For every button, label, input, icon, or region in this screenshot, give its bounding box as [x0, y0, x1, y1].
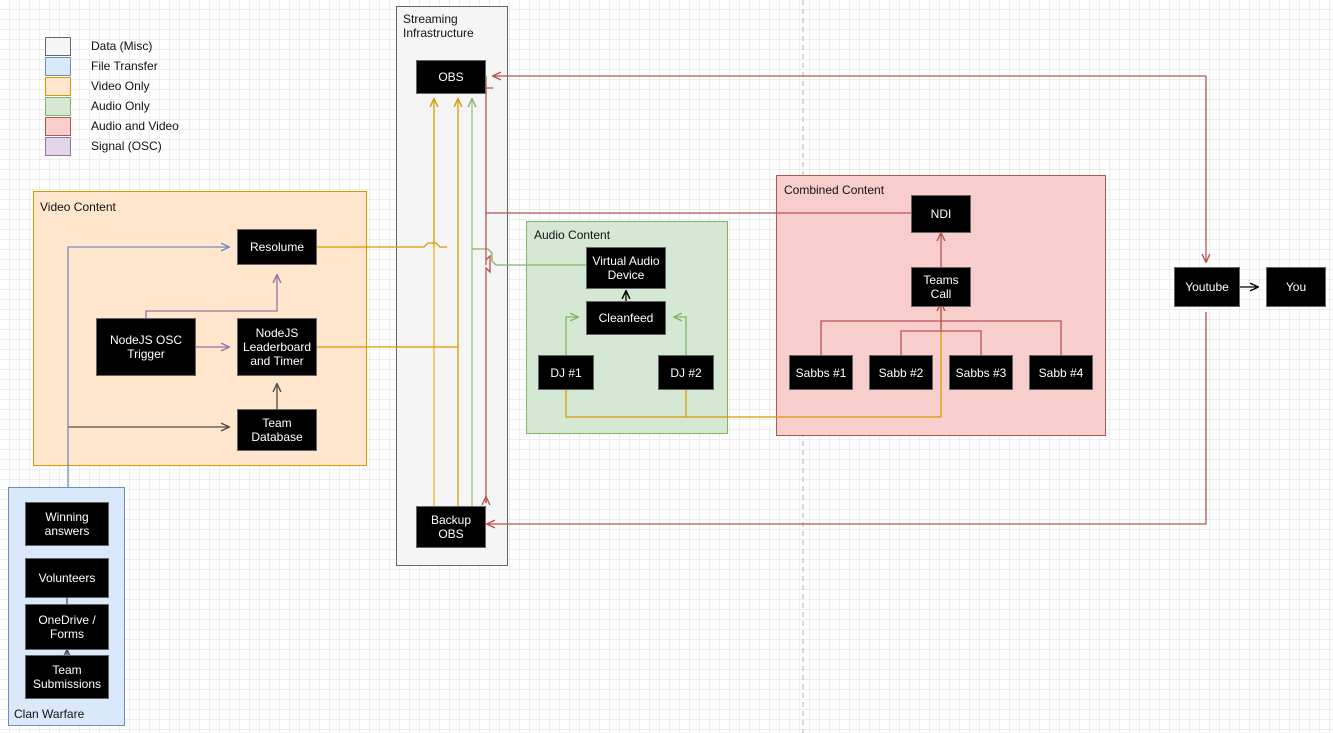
node-dj2[interactable]: DJ #2	[658, 355, 714, 390]
legend-row: Signal (OSC)	[45, 136, 179, 156]
legend-row: Video Only	[45, 76, 179, 96]
edge-dj1-to-cleanfeed	[565, 317, 578, 355]
node-ndi[interactable]: NDI	[911, 195, 971, 233]
legend-swatch-video-only	[45, 76, 71, 96]
group-clan-warfare-label: Clan Warfare	[14, 707, 85, 721]
legend-label-audio-and-video: Audio and Video	[91, 119, 179, 133]
node-team-database[interactable]: Team Database	[237, 409, 317, 451]
node-backup-obs[interactable]: Backup OBS	[416, 506, 486, 548]
node-resolume[interactable]: Resolume	[237, 229, 317, 265]
node-volunteers[interactable]: Volunteers	[25, 558, 109, 598]
edge-dj2-to-cleanfeed	[674, 317, 687, 355]
node-nodejs-leaderboard-and-timer[interactable]: NodeJS Leaderboard and Timer	[237, 318, 317, 376]
group-streaming-infrastructure-label: Streaming Infrastructure	[403, 12, 474, 40]
edge-ndi-obs-jump	[485, 254, 491, 503]
legend-row: File Transfer	[45, 56, 179, 76]
node-sabb4[interactable]: Sabb #4	[1029, 355, 1093, 390]
legend-swatch-audio-only	[45, 96, 71, 116]
node-cleanfeed[interactable]: Cleanfeed	[586, 301, 666, 335]
edge-sabbs3-to-teamscall	[941, 330, 982, 355]
edge-sabbs1-to-teamscall	[820, 320, 941, 355]
edge-ndi-to-obs	[485, 87, 911, 214]
node-sabb2[interactable]: Sabb #2	[869, 355, 933, 390]
edge-backup-obs-to-youtube-bottom	[496, 312, 1207, 525]
group-combined-content-label: Combined Content	[784, 183, 885, 197]
node-dj1[interactable]: DJ #1	[538, 355, 594, 390]
edge-osc-to-resolume	[145, 275, 277, 318]
edge-resolume-to-obs	[317, 242, 447, 248]
group-video-content-label: Video Content	[40, 200, 116, 214]
legend-swatch-audio-and-video	[45, 116, 71, 136]
legend-row: Audio and Video	[45, 116, 179, 136]
node-winning-answers[interactable]: Winning answers	[25, 502, 109, 546]
edge-sabb2-to-teamscall	[900, 330, 941, 355]
legend-row: Data (Misc)	[45, 36, 179, 56]
edge-dj1-video-out	[565, 390, 941, 418]
legend-row: Audio Only	[45, 96, 179, 116]
node-team-submissions[interactable]: Team Submissions	[25, 655, 109, 699]
node-teams-call[interactable]: Teams Call	[911, 267, 971, 307]
group-audio-content-label: Audio Content	[534, 228, 611, 242]
node-onedrive-forms[interactable]: OneDrive / Forms	[25, 604, 109, 650]
legend-label-file-transfer: File Transfer	[91, 59, 158, 73]
edge-clan-to-resolume	[67, 247, 229, 487]
node-youtube[interactable]: Youtube	[1174, 267, 1240, 307]
legend-swatch-signal-osc	[45, 136, 71, 156]
legend-label-audio-only: Audio Only	[91, 99, 150, 113]
legend-label-video-only: Video Only	[91, 79, 150, 93]
node-nodejs-osc-trigger[interactable]: NodeJS OSC Trigger	[96, 318, 196, 376]
legend-swatch-data-misc	[45, 36, 71, 56]
node-virtual-audio-device[interactable]: Virtual Audio Device	[586, 247, 666, 289]
node-obs[interactable]: OBS	[416, 60, 486, 94]
node-you[interactable]: You	[1266, 267, 1326, 307]
node-sabbs3[interactable]: Sabbs #3	[949, 355, 1013, 390]
edge-sabb4-to-teamscall	[941, 320, 1062, 355]
node-sabbs1[interactable]: Sabbs #1	[789, 355, 853, 390]
legend-label-signal-osc: Signal (OSC)	[91, 139, 162, 153]
edge-virtualaudio-bus	[472, 248, 586, 266]
legend: Data (Misc) File Transfer Video Only Aud…	[45, 36, 179, 156]
legend-swatch-file-transfer	[45, 56, 71, 76]
legend-label-data-misc: Data (Misc)	[91, 39, 153, 53]
group-streaming-infrastructure	[396, 6, 508, 566]
